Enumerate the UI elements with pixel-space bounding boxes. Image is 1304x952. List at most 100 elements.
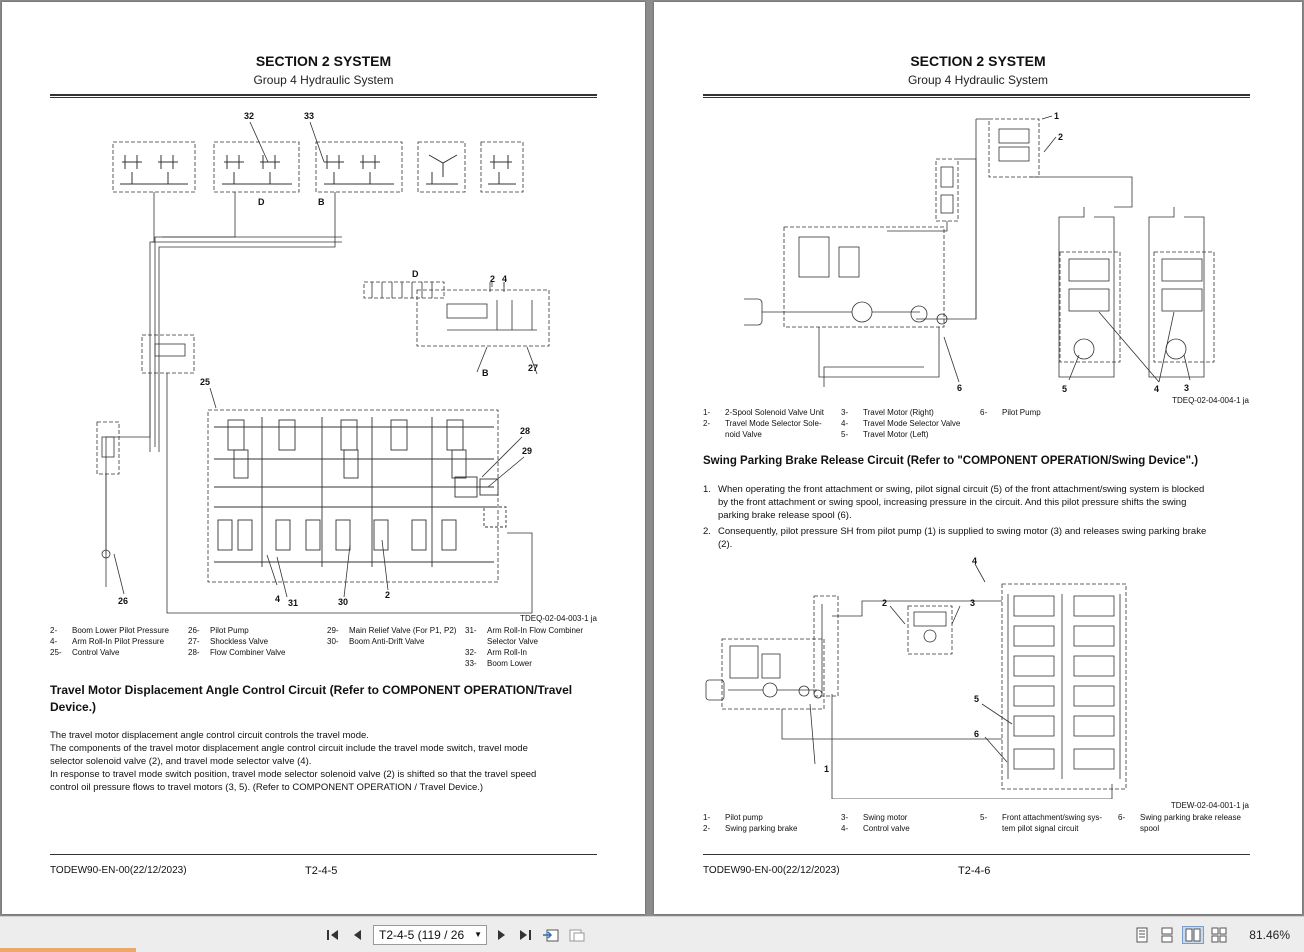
callout-6: 6 xyxy=(957,383,962,392)
forward-view-icon[interactable] xyxy=(568,926,586,944)
legend-item: 3-Travel Motor (Right) xyxy=(841,408,934,417)
legend-item: 28-Flow Combiner Valve xyxy=(188,648,286,657)
callout-3: 3 xyxy=(970,598,975,608)
single-page-icon[interactable] xyxy=(1133,926,1151,944)
group-title: Group 4 Hydraulic System xyxy=(253,73,394,87)
callout-3: 3 xyxy=(1184,383,1189,392)
body-paragraph: The travel motor displacement angle cont… xyxy=(50,730,537,793)
callout-26: 26 xyxy=(118,596,128,606)
legend-item: 1-2-Spool Solenoid Valve Unit xyxy=(703,408,825,417)
section-title: SECTION 2 SYSTEM xyxy=(910,53,1046,69)
section-heading: Travel Motor Displacement Angle Control … xyxy=(50,683,573,714)
footer-doc-id: TODEW90-EN-00(22/12/2023) xyxy=(50,865,187,876)
callout-2: 2 xyxy=(882,598,887,608)
legend-item: 26-Pilot Pump xyxy=(188,626,249,635)
footer-page-number: T2-4-6 xyxy=(958,865,991,877)
callout-1: 1 xyxy=(824,764,829,774)
page-number-select[interactable]: T2-4-5 (119 / 26▼ xyxy=(373,925,487,945)
legend-bottom: 1-Pilot pump 2-Swing parking brake 3-Swi… xyxy=(703,813,1263,837)
first-page-icon[interactable] xyxy=(324,926,342,944)
page-left: SECTION 2 SYSTEM Group 4 Hydraulic Syste… xyxy=(2,2,645,914)
group-title: Group 4 Hydraulic System xyxy=(907,73,1049,87)
legend-item: spool xyxy=(1140,824,1160,833)
legend-item: 2-Swing parking brake xyxy=(703,824,798,833)
callout-b2: B xyxy=(482,368,489,378)
header-rule xyxy=(50,94,597,98)
callout-2b: 2 xyxy=(385,590,390,600)
taskbar-accent xyxy=(0,948,136,952)
legend-item: 29-Main Relief Valve (For P1, P2) xyxy=(327,626,457,635)
hydraulic-diagram-left: 32 33 D B D 2 4 B 27 25 28 29 26 4 31 30 xyxy=(92,107,562,617)
figure-1-id: TDEQ-02-04-004-1 ja xyxy=(1172,396,1249,405)
legend-item: 5-Travel Motor (Left) xyxy=(841,430,929,439)
callout-33: 33 xyxy=(304,111,314,121)
two-page-icon[interactable] xyxy=(1182,926,1204,944)
callout-1: 1 xyxy=(1054,111,1059,121)
figure-id: TDEQ-02-04-003-1 ja xyxy=(520,614,597,623)
callout-b: B xyxy=(318,197,325,207)
callout-2: 2 xyxy=(1058,132,1063,142)
two-page-continuous-icon[interactable] xyxy=(1210,926,1228,944)
legend-item: 4-Arm Roll-In Pilot Pressure xyxy=(50,637,165,646)
back-view-icon[interactable] xyxy=(542,926,560,944)
callout-32: 32 xyxy=(244,111,254,121)
next-page-icon[interactable] xyxy=(493,926,511,944)
viewer-toolbar: T2-4-5 (119 / 26▼ 81.46% xyxy=(0,916,1304,952)
callout-25: 25 xyxy=(200,377,210,387)
legend-top: 1-2-Spool Solenoid Valve Unit 2-Travel M… xyxy=(703,408,1253,442)
callout-27: 27 xyxy=(528,363,538,373)
callout-5: 5 xyxy=(974,694,979,704)
page-right: SECTION 2 SYSTEM Group 4 Hydraulic Syste… xyxy=(654,2,1302,914)
figure-2-id: TDEW-02-04-001-1 ja xyxy=(1170,801,1249,810)
callout-4: 4 xyxy=(1154,384,1159,392)
legend-item: noid Valve xyxy=(725,430,762,439)
hydraulic-diagram-bottom: 4 2 3 5 6 1 xyxy=(702,554,1142,799)
callout-d2: D xyxy=(412,269,419,279)
callout-28: 28 xyxy=(520,426,530,436)
header-rule xyxy=(703,94,1250,98)
legend-item: 3-Swing motor xyxy=(841,813,908,822)
legend-item: 31-Arm Roll-In Flow Combiner xyxy=(465,626,584,635)
legend-item: 32-Arm Roll-In xyxy=(465,648,528,657)
chevron-down-icon: ▼ xyxy=(474,930,482,939)
legend-item: Selector Valve xyxy=(487,637,538,646)
callout-30: 30 xyxy=(338,597,348,607)
legend-item: 30-Boom Anti-Drift Valve xyxy=(327,637,425,646)
footer-doc-id: TODEW90-EN-00(22/12/2023) xyxy=(703,865,840,876)
callout-5: 5 xyxy=(1062,384,1067,392)
callout-4: 4 xyxy=(502,274,507,284)
legend-item: 1-Pilot pump xyxy=(703,813,763,822)
legend-item: 27-Shockless Valve xyxy=(188,637,269,646)
legend-item: 4-Travel Mode Selector Valve xyxy=(841,419,961,428)
hydraulic-diagram-top: 1 2 6 5 4 3 xyxy=(744,107,1224,392)
continuous-icon[interactable] xyxy=(1158,926,1176,944)
legend-item: 4-Control valve xyxy=(841,824,910,833)
footer-rule xyxy=(50,854,597,855)
prev-page-icon[interactable] xyxy=(348,926,366,944)
footer-rule xyxy=(703,854,1250,855)
callout-31: 31 xyxy=(288,598,298,608)
legend-item: 6-Swing parking brake release xyxy=(1118,813,1241,822)
legend-item: 25-Control Valve xyxy=(50,648,120,657)
legend-left: 2-Boom Lower Pilot Pressure 4-Arm Roll-I… xyxy=(50,626,600,676)
callout-d: D xyxy=(258,197,265,207)
legend-item: tem pilot signal circuit xyxy=(1002,824,1079,833)
numbered-item-2: 2. Consequently, pilot pressure SH from … xyxy=(703,526,1207,550)
last-page-icon[interactable] xyxy=(516,926,534,944)
legend-item: 33-Boom Lower xyxy=(465,659,532,668)
footer-page-number: T2-4-5 xyxy=(305,865,338,877)
legend-item: 2-Boom Lower Pilot Pressure xyxy=(50,626,169,635)
callout-29: 29 xyxy=(522,446,532,456)
legend-item: 6-Pilot Pump xyxy=(980,408,1041,417)
section-title: SECTION 2 SYSTEM xyxy=(255,53,392,69)
legend-item: 5-Front attachment/swing sys- xyxy=(980,813,1103,822)
callout-6: 6 xyxy=(974,729,979,739)
numbered-item-1: 1. When operating the front attachment o… xyxy=(703,484,1205,521)
section-heading: Swing Parking Brake Release Circuit (Ref… xyxy=(703,455,1199,467)
callout-2: 2 xyxy=(490,274,495,284)
document-viewer[interactable]: SECTION 2 SYSTEM Group 4 Hydraulic Syste… xyxy=(0,0,1304,916)
legend-item: 2-Travel Mode Selector Sole- xyxy=(703,419,822,428)
callout-4: 4 xyxy=(972,556,977,566)
callout-4b: 4 xyxy=(275,594,280,604)
zoom-level[interactable]: 81.46% xyxy=(1249,928,1290,942)
